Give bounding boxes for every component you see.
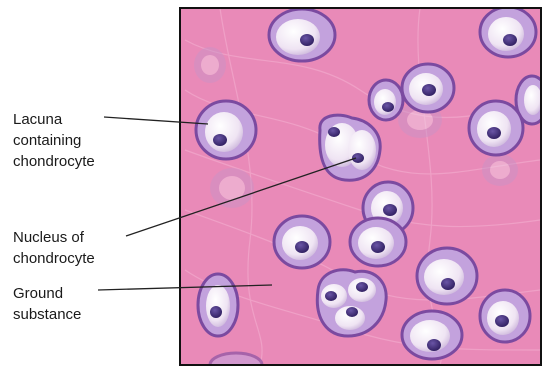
lacuna (402, 64, 454, 112)
lacuna (480, 290, 530, 342)
lacuna (402, 311, 462, 359)
lacuna (469, 101, 523, 155)
lacuna (417, 248, 477, 304)
lacuna (350, 218, 406, 266)
label-lacuna: Lacuna containing chondrocyte (13, 109, 95, 172)
lacuna (198, 274, 238, 336)
lacuna (196, 101, 256, 159)
lacuna (369, 80, 403, 120)
label-ground-substance: Ground substance (13, 283, 81, 325)
lacuna (274, 216, 330, 268)
label-nucleus: Nucleus of chondrocyte (13, 227, 95, 269)
lacuna (320, 115, 381, 180)
lacuna (269, 9, 335, 61)
lacuna (317, 270, 386, 336)
lacuna (480, 7, 536, 57)
